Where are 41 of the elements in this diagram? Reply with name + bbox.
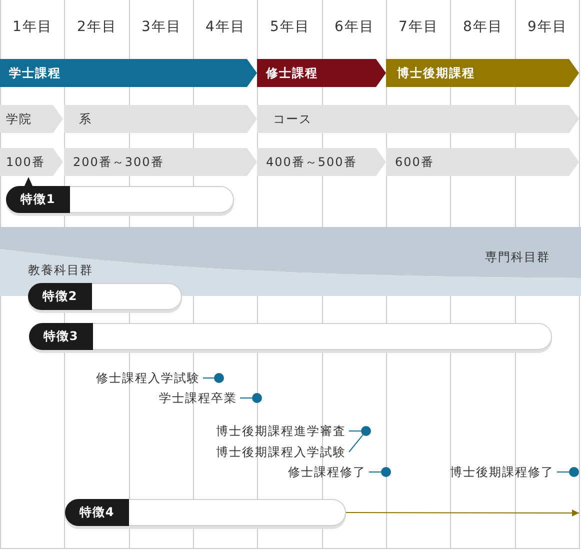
year-label: 9年目 xyxy=(528,18,568,36)
year-label: 2年目 xyxy=(77,18,117,36)
feature-bar xyxy=(6,186,234,213)
arrow-band: 学士課程 xyxy=(0,59,257,87)
feature-bar xyxy=(29,323,552,350)
feature-tag: 特徴1 xyxy=(6,186,70,213)
milestone-label: 博士後期課程入学試験 xyxy=(216,444,349,460)
milestone-label: 博士後期課程進学審査 xyxy=(216,423,349,439)
arrow xyxy=(346,509,580,516)
milestone-label: 博士後期課程修了 xyxy=(450,464,557,480)
feature-bar xyxy=(28,283,182,310)
milestone-label: 修士課程修了 xyxy=(288,464,369,480)
feature-tag: 特徴3 xyxy=(29,323,93,350)
chevron-band: 400番～500番 xyxy=(257,148,386,176)
milestone-dot xyxy=(214,373,224,383)
arrow-band: 修士課程 xyxy=(257,59,386,87)
milestone-dot xyxy=(381,467,391,477)
chevron-band: 200番～300番 xyxy=(64,148,257,176)
arrow-band: 博士後期課程 xyxy=(386,59,579,87)
leader-line xyxy=(348,434,364,452)
chevron-band: 系 xyxy=(64,105,257,133)
milestone-dot xyxy=(252,393,262,403)
milestone-dot xyxy=(361,426,371,436)
chevron-band: 100番 xyxy=(0,148,63,176)
year-label: 6年目 xyxy=(334,18,374,36)
feature-bar xyxy=(65,499,346,526)
milestone-label: 学士課程卒業 xyxy=(159,390,240,406)
feature-tag: 特徴4 xyxy=(65,499,129,526)
year-label: 8年目 xyxy=(463,18,503,36)
chevron-band: 学院 xyxy=(0,105,63,133)
feature-tag: 特徴2 xyxy=(28,283,92,310)
year-label: 3年目 xyxy=(142,18,182,36)
chevron-band: コース xyxy=(257,105,579,133)
milestone-dot xyxy=(569,467,579,477)
leader-line xyxy=(348,430,362,432)
milestone-label: 修士課程入学試験 xyxy=(96,370,203,386)
chevron-band: 600番 xyxy=(386,148,579,176)
year-label: 4年目 xyxy=(206,18,246,36)
year-label: 7年目 xyxy=(398,18,438,36)
year-label: 1年目 xyxy=(12,18,52,36)
year-label: 5年目 xyxy=(270,18,310,36)
